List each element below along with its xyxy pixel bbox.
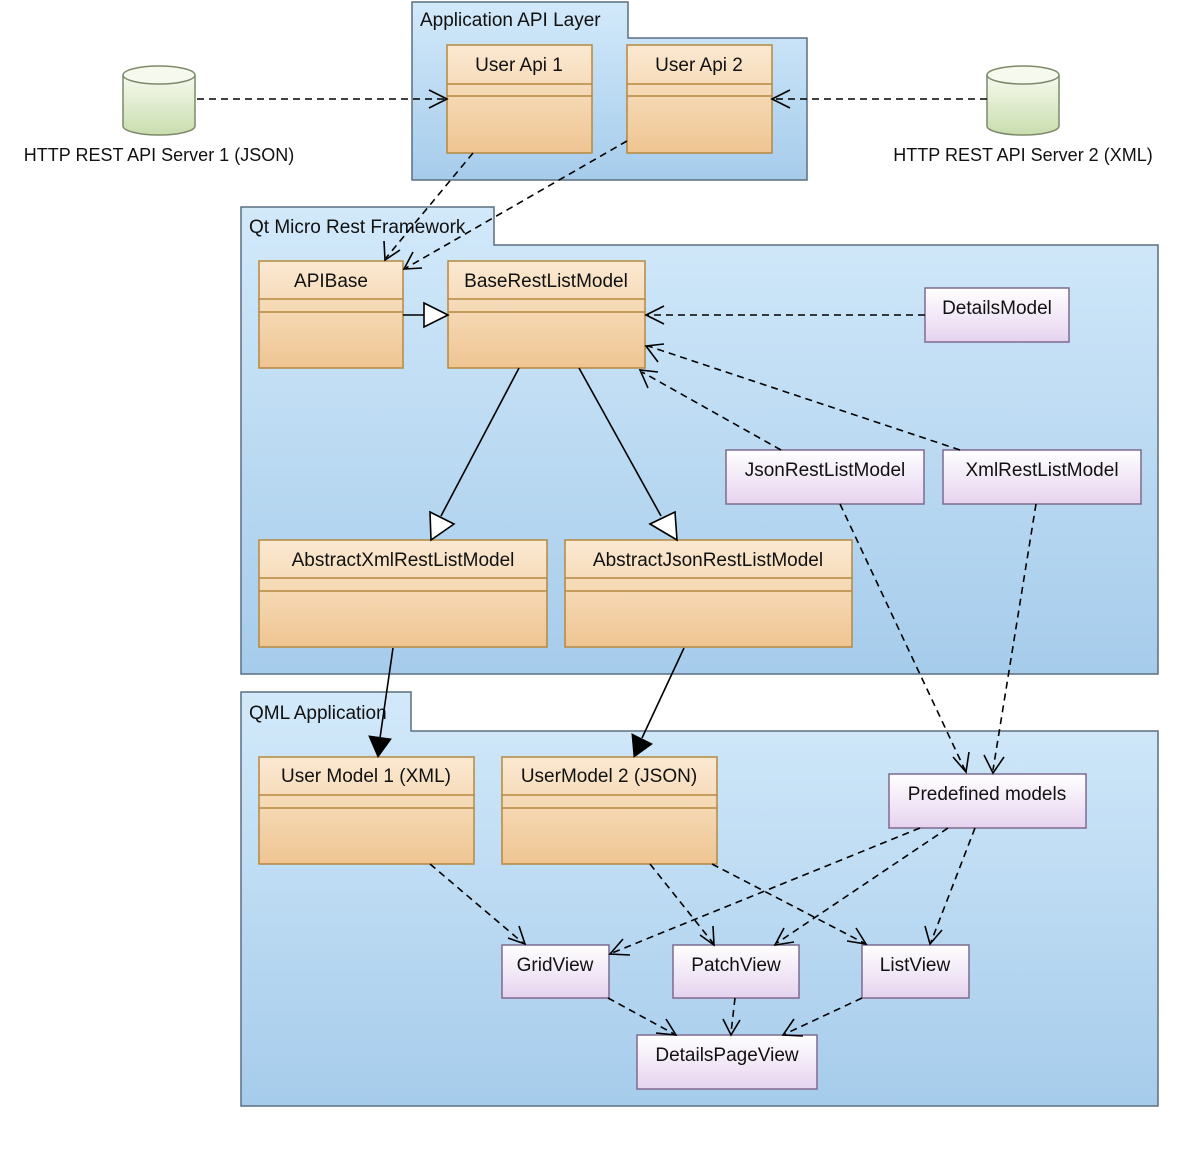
arrow-user-api-1-to-apibase [383,152,474,262]
details-page-view[interactable]: DetailsPageView [636,1034,818,1090]
server-1-database-icon [122,65,196,136]
arrow-patch-view-to-details-page [722,997,741,1037]
arrow-user-api-2-to-apibase [402,140,628,270]
class-name: DetailsModel [942,298,1052,319]
json-rest-list-model[interactable]: JsonRestListModel [725,449,925,505]
arrow-apibase-to-base-rest-list-model [403,301,450,329]
arrow-abstract-xml-to-user-model-1 [368,647,394,759]
class-name: GridView [517,955,594,976]
server-2-label: HTTP REST API Server 2 (XML) [893,145,1152,165]
package-title: QML Application [249,703,387,724]
arrow-xml-rest-list-model-to-base [644,343,961,451]
arrow-abstract-xml-to-base [429,367,520,542]
arrow-user-model-1-to-grid-view [429,863,527,946]
class-name: DetailsPageView [655,1045,799,1066]
class-user-api-2[interactable]: User Api 2 [626,44,773,154]
class-name: UserModel 2 (JSON) [521,766,697,787]
class-name: User Api 1 [475,55,563,76]
arrow-list-view-to-details-page [781,997,863,1037]
class-name: XmlRestListModel [965,460,1118,481]
class-user-model-1[interactable]: User Model 1 (XML) [258,756,475,865]
xml-rest-list-model[interactable]: XmlRestListModel [942,449,1142,505]
arrow-server1-to-user-api-1 [197,89,449,109]
class-user-model-2[interactable]: UserModel 2 (JSON) [501,756,718,865]
class-name: AbstractJsonRestListModel [593,550,823,571]
predefined-models[interactable]: Predefined models [888,773,1087,829]
class-name: AbstractXmlRestListModel [292,550,515,571]
class-abstract-json-rest-list-model[interactable]: AbstractJsonRestListModel [564,539,853,648]
grid-view[interactable]: GridView [501,944,610,999]
class-base-rest-list-model[interactable]: BaseRestListModel [447,260,646,369]
arrow-abstract-json-to-base [578,367,678,542]
class-name: BaseRestListModel [464,271,628,292]
arrow-xml-rest-list-model-to-predefined [983,503,1037,775]
arrow-user-model-2-to-list-view [711,863,868,946]
arrow-predefined-to-patch-view [773,827,949,947]
server-1-label: HTTP REST API Server 1 (JSON) [24,145,294,165]
class-name: JsonRestListModel [745,460,906,481]
class-abstract-xml-rest-list-model[interactable]: AbstractXmlRestListModel [258,539,548,648]
arrow-predefined-to-grid-view [608,827,921,956]
package-title: Qt Micro Rest Framework [249,217,466,238]
arrow-details-model-to-base [644,305,925,325]
class-name: PatchView [691,955,781,976]
list-view[interactable]: ListView [861,944,970,999]
details-model[interactable]: DetailsModel [924,287,1070,343]
class-name: Predefined models [908,784,1066,805]
arrow-user-model-2-to-patch-view [649,863,715,947]
class-name: APIBase [294,271,368,292]
arrow-json-rest-list-model-to-predefined [839,503,970,774]
class-name: User Api 2 [655,55,743,76]
arrow-json-rest-list-model-to-base [638,369,782,451]
arrow-grid-view-to-details-page [607,997,678,1036]
class-user-api-1[interactable]: User Api 1 [446,44,593,154]
arrow-abstract-json-to-user-model-2 [631,647,685,758]
package-title: Application API Layer [420,10,601,31]
arrow-predefined-to-list-view [924,827,976,946]
arrow-server2-to-user-api-2 [770,89,987,109]
class-name: ListView [880,955,951,976]
patch-view[interactable]: PatchView [672,944,800,999]
class-apibase[interactable]: APIBase [258,260,404,369]
server-2-database-icon [986,65,1060,136]
class-name: User Model 1 (XML) [281,766,451,787]
